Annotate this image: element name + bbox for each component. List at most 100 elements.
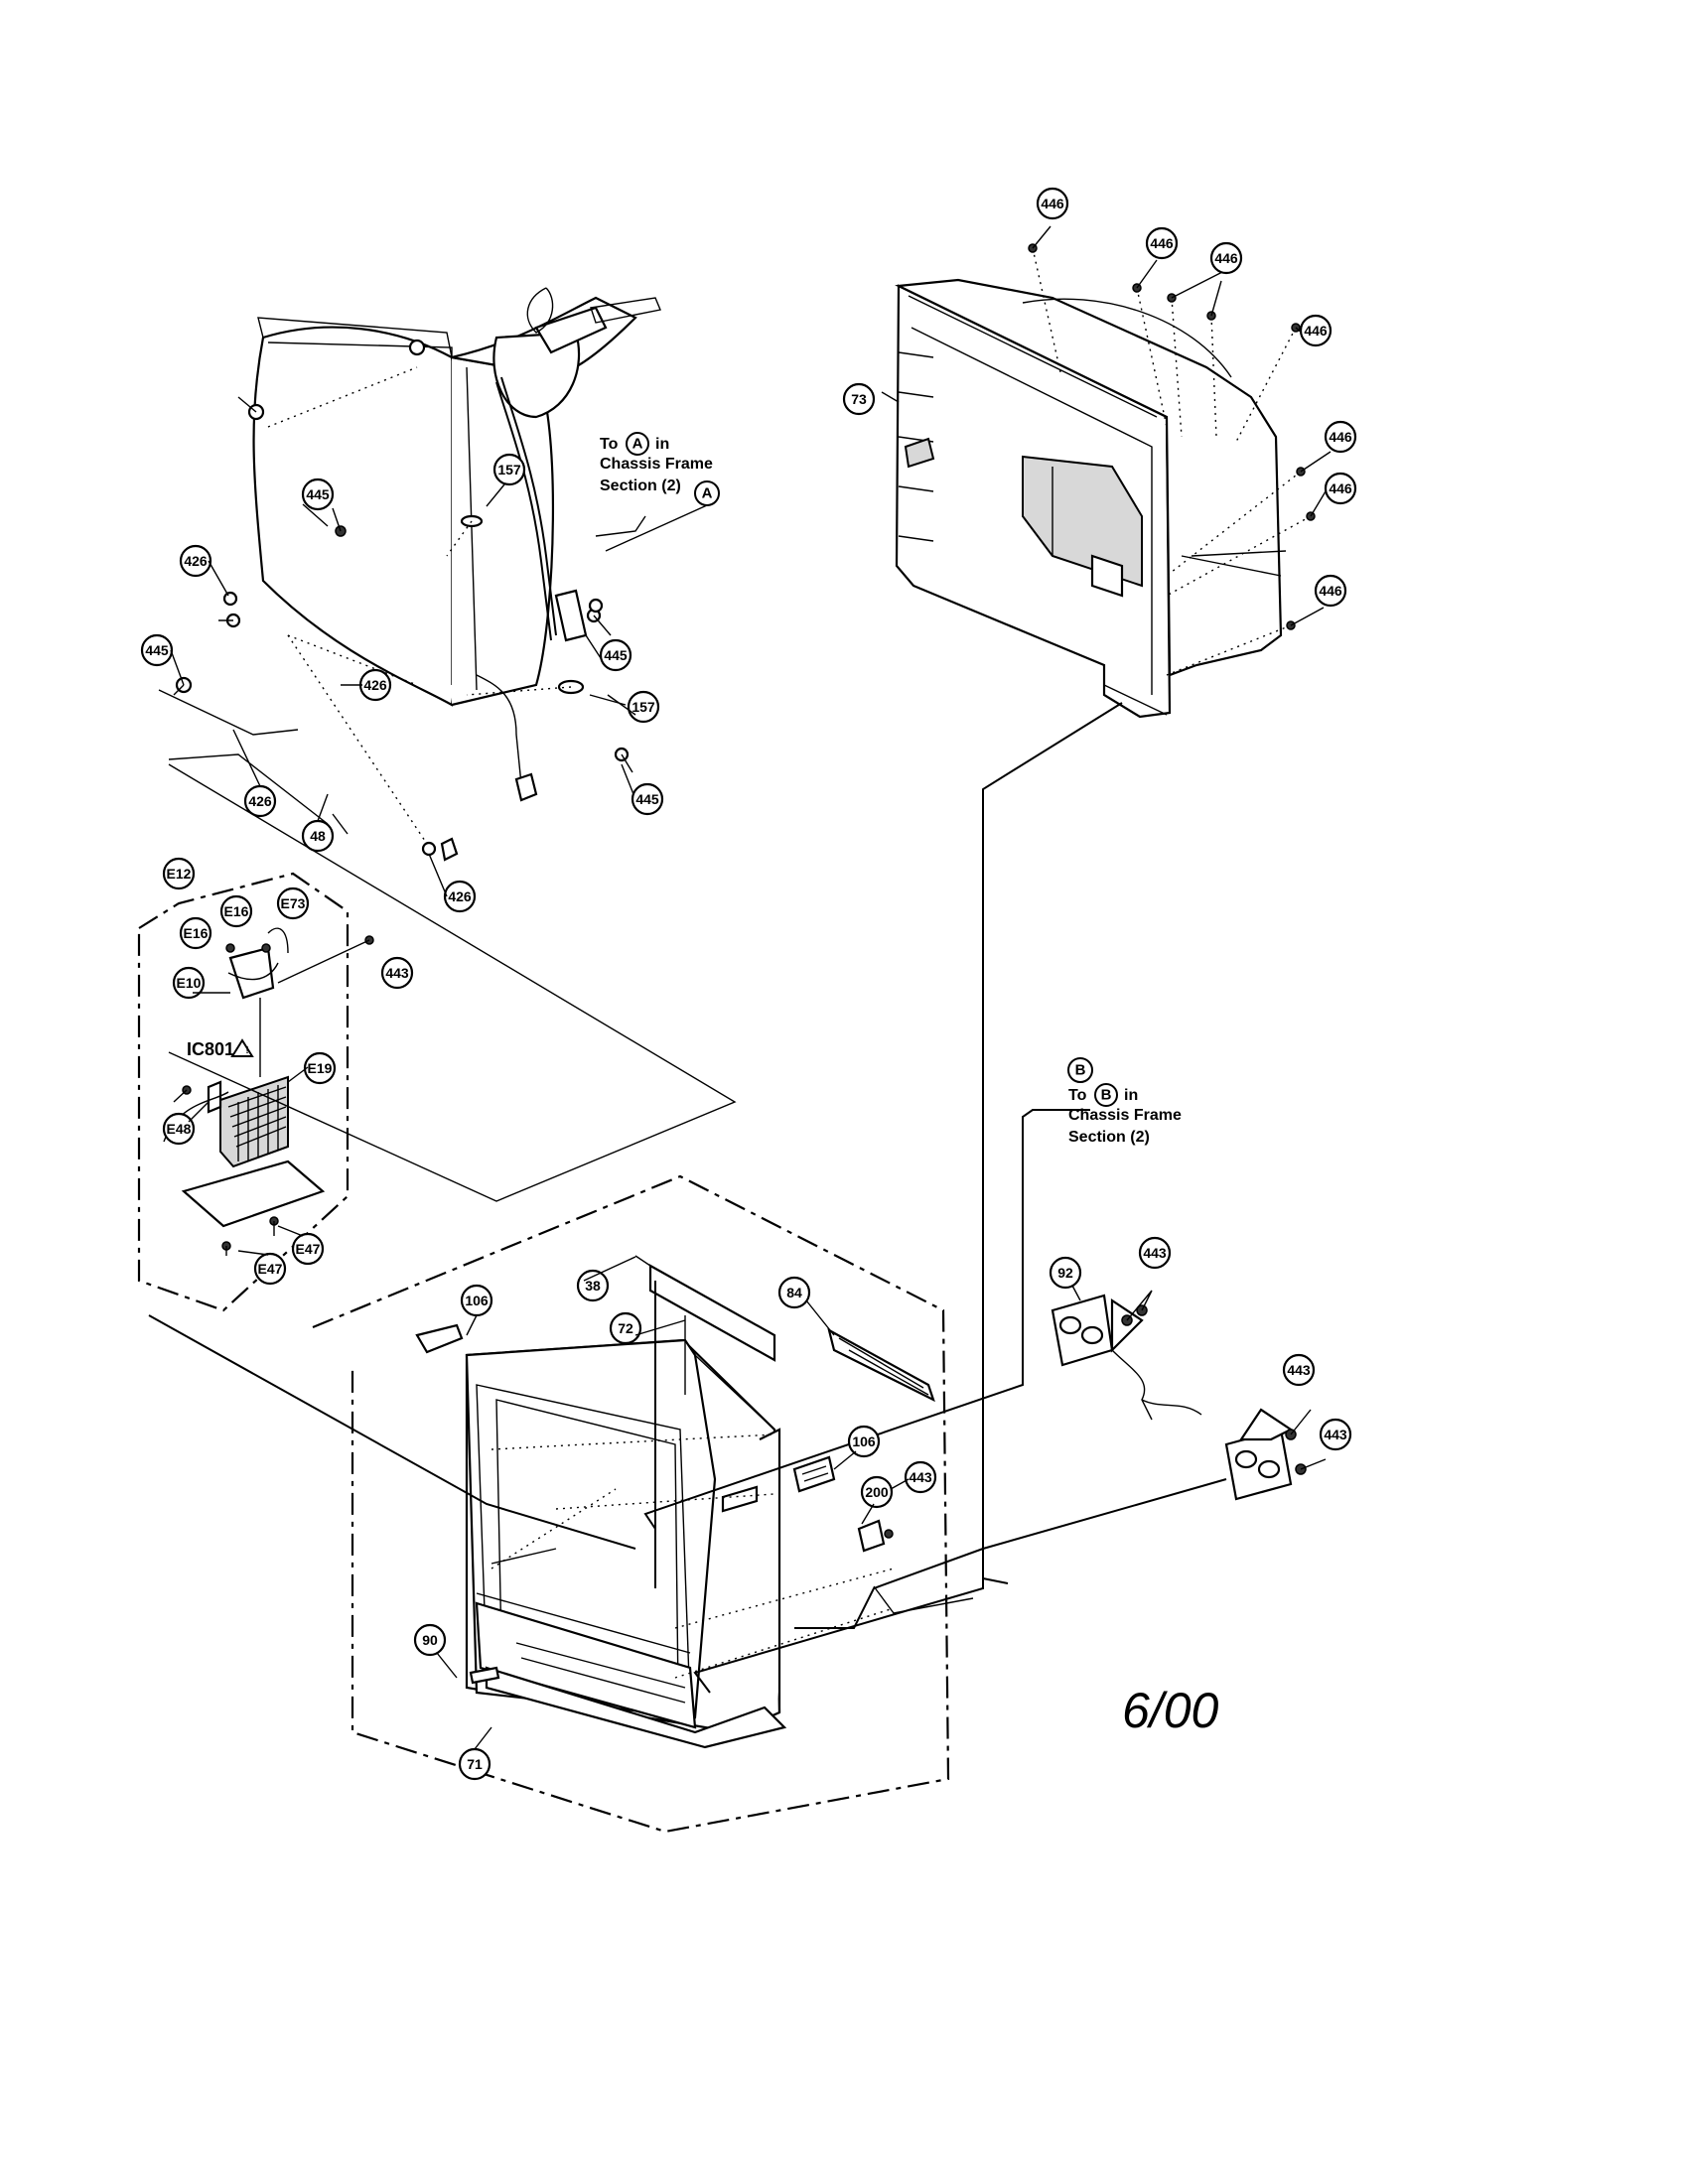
callout-443: 443 <box>1282 1353 1316 1387</box>
svg-text:E10: E10 <box>177 975 202 991</box>
callout-e16: E16 <box>219 894 253 928</box>
svg-text:443: 443 <box>1324 1427 1347 1442</box>
callout-443: 443 <box>904 1460 937 1494</box>
svg-text:E12: E12 <box>167 866 192 882</box>
svg-text:48: 48 <box>310 828 326 844</box>
svg-text:106: 106 <box>852 1433 876 1449</box>
svg-text:E19: E19 <box>308 1060 333 1076</box>
svg-text:E48: E48 <box>167 1121 192 1137</box>
svg-text:445: 445 <box>635 791 659 807</box>
callout-71: 71 <box>458 1747 491 1781</box>
callout-443: 443 <box>380 956 414 990</box>
callout-84: 84 <box>777 1276 811 1309</box>
note-b-in: in <box>1124 1087 1138 1104</box>
svg-text:443: 443 <box>1143 1245 1167 1261</box>
callout-446: 446 <box>1036 187 1069 220</box>
callout-e47: E47 <box>253 1252 287 1286</box>
callout-e47: E47 <box>291 1232 325 1266</box>
callout-e73: E73 <box>276 887 310 920</box>
revision-date: 6/00 <box>1122 1683 1219 1738</box>
note-b-line2: Chassis Frame <box>1068 1107 1182 1124</box>
picture-tube <box>252 287 661 802</box>
callout-445: 445 <box>599 638 632 672</box>
svg-text:E47: E47 <box>296 1241 321 1257</box>
note-a-line2: Chassis Frame <box>600 456 713 473</box>
callout-e10: E10 <box>172 966 206 1000</box>
svg-text:E16: E16 <box>224 903 249 919</box>
front-cabinet <box>312 1174 950 1834</box>
svg-text:84: 84 <box>786 1285 802 1300</box>
svg-text:B: B <box>1101 1087 1112 1104</box>
svg-text:A: A <box>632 436 643 453</box>
callout-443: 443 <box>1138 1236 1172 1270</box>
callout-157: 157 <box>627 690 660 724</box>
svg-text:446: 446 <box>1319 583 1342 599</box>
callout-426: 426 <box>358 668 392 702</box>
svg-text:92: 92 <box>1057 1265 1073 1281</box>
note-b-to: To <box>1068 1087 1087 1104</box>
svg-text:E16: E16 <box>184 925 209 941</box>
svg-text:446: 446 <box>1329 429 1352 445</box>
svg-text:E73: E73 <box>281 895 306 911</box>
reference-note-b: B To B in Chassis Frame Section (2) <box>1067 1057 1182 1146</box>
callout-157: 157 <box>492 453 526 486</box>
callout-446: 446 <box>1145 226 1179 260</box>
svg-text:B: B <box>1075 1062 1086 1079</box>
callout-106: 106 <box>847 1425 881 1458</box>
callout-446: 446 <box>1324 472 1357 505</box>
svg-text:426: 426 <box>363 677 387 693</box>
callout-443: 443 <box>1319 1418 1352 1451</box>
callout-445: 445 <box>301 478 335 511</box>
callout-446: 446 <box>1324 420 1357 454</box>
svg-text:446: 446 <box>1329 480 1352 496</box>
svg-text:445: 445 <box>145 642 169 658</box>
svg-text:A: A <box>702 485 713 502</box>
svg-text:71: 71 <box>467 1756 483 1772</box>
callout-446: 446 <box>1314 574 1347 608</box>
svg-text:426: 426 <box>448 888 472 904</box>
speakers <box>1051 1290 1327 1501</box>
svg-text:446: 446 <box>1214 250 1238 266</box>
note-b-ref-circle: B <box>1094 1083 1118 1107</box>
svg-text:426: 426 <box>248 793 272 809</box>
callout-e12: E12 <box>162 857 196 890</box>
callout-48: 48 <box>301 819 335 853</box>
callout-38: 38 <box>576 1269 610 1302</box>
svg-text:443: 443 <box>385 965 409 981</box>
note-a-to: To <box>600 436 619 453</box>
svg-text:445: 445 <box>604 647 628 663</box>
svg-text:200: 200 <box>865 1484 889 1500</box>
rear-cabinet-screws <box>881 225 1332 676</box>
callout-72: 72 <box>609 1311 642 1345</box>
svg-text:72: 72 <box>618 1320 633 1336</box>
svg-text:443: 443 <box>909 1469 932 1485</box>
callout-e16: E16 <box>179 916 212 950</box>
svg-text:446: 446 <box>1041 196 1064 211</box>
callout-426: 426 <box>443 880 477 913</box>
svg-text:90: 90 <box>422 1632 438 1648</box>
callout-200: 200 <box>860 1475 894 1509</box>
warning-triangle-icon <box>230 1038 254 1057</box>
svg-text:E47: E47 <box>258 1261 283 1277</box>
connector-lines <box>148 702 1227 1694</box>
callout-426: 426 <box>179 544 212 578</box>
callout-445: 445 <box>140 633 174 667</box>
svg-text:157: 157 <box>497 462 521 478</box>
callout-445: 445 <box>631 782 664 816</box>
note-b-marker: B <box>1067 1057 1093 1083</box>
note-a-line3: Section (2) <box>600 478 681 494</box>
callout-92: 92 <box>1049 1256 1082 1290</box>
callout-73: 73 <box>842 382 876 416</box>
svg-text:157: 157 <box>632 699 655 715</box>
svg-text:446: 446 <box>1150 235 1174 251</box>
reference-note-a: To A in Chassis Frame Section (2) A <box>600 432 720 552</box>
svg-text:38: 38 <box>585 1278 601 1294</box>
svg-text:443: 443 <box>1287 1362 1311 1378</box>
callout-e19: E19 <box>303 1051 337 1085</box>
callout-e48: E48 <box>162 1112 196 1146</box>
note-b-line3: Section (2) <box>1068 1129 1150 1146</box>
callout-90: 90 <box>413 1623 447 1657</box>
svg-text:73: 73 <box>851 391 867 407</box>
callout-106: 106 <box>460 1284 493 1317</box>
callout-446: 446 <box>1209 241 1243 275</box>
